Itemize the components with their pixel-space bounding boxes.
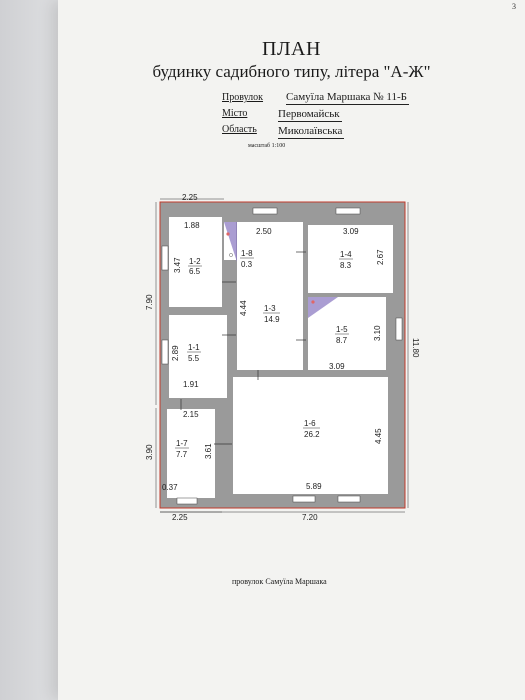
page-subtitle: будинку садибного типу, літера "А-Ж" [152,62,431,81]
street-label: провулок Самуїла Маршака [232,577,327,586]
dim-left-lower: 3.90 [145,444,154,460]
dim-r17-small: 0.37 [162,483,178,492]
svg-text:1-4: 1-4 [340,250,352,259]
svg-text:1-6: 1-6 [304,419,316,428]
dim-r11-height: 2.89 [171,345,180,361]
dim-r13-height: 4.44 [239,300,248,316]
dim-r16-width: 5.89 [306,482,322,491]
svg-text:14.9: 14.9 [264,315,280,324]
room-label-1-7: 1-7 7.7 [175,439,189,459]
room-1-2-area [169,217,222,307]
info-label-region: Область [222,124,257,135]
svg-text:1-2: 1-2 [189,257,201,266]
boiler-symbol [224,222,237,262]
svg-text:1-8: 1-8 [241,249,253,258]
dim-left-upper: 7.90 [145,294,154,310]
svg-text:8.3: 8.3 [340,261,352,270]
dim-r14-width: 3.09 [343,227,359,236]
stove-symbol [308,297,338,318]
svg-text:1-1: 1-1 [188,343,200,352]
dim-r13-width: 2.50 [256,227,272,236]
room-1-7-area [167,409,215,498]
dim-r14-height: 2.67 [376,249,385,265]
info-label-lane: Провулок [222,92,264,103]
room-label-1-5: 1-5 8.7 [335,325,349,345]
doors [180,251,306,445]
dim-r17-height: 3.61 [204,443,213,459]
dimension-lines [155,198,409,513]
scale-label: масштаб 1:100 [248,143,286,149]
dim-bottom-left: 2.25 [172,513,188,522]
dim-r16-height: 4.45 [374,428,383,444]
room-1-6-area [233,377,388,494]
info-value-region: Миколаївська [278,125,345,139]
dim-r15-height: 3.10 [373,325,382,341]
svg-text:8.7: 8.7 [336,336,348,345]
svg-text:1-7: 1-7 [176,439,188,448]
svg-text:0.3: 0.3 [241,260,253,269]
room-label-1-3: 1-3 14.9 [263,304,280,324]
info-label-city: Місто [222,108,248,119]
info-value-city: Первомайськ [278,108,342,122]
room-label-1-8: 1-8 0.3 [240,249,254,269]
page-shadow-edge [0,0,58,700]
room-label-1-2: 1-2 6.5 [188,257,202,276]
room-1-3-area [237,222,303,370]
room-label-1-4: 1-4 8.3 [339,250,353,270]
page-number: 3 [512,2,516,11]
room-label-1-6: 1-6 26.2 [303,419,320,439]
room-label-1-1: 1-1 5.5 [187,343,201,363]
page-title: ПЛАН [262,38,321,60]
dim-r11-width: 1.91 [183,380,199,389]
building-outline [159,201,406,509]
svg-text:5.5: 5.5 [188,354,200,363]
dim-top-left: 2.25 [182,193,198,202]
dim-r12-width: 1.88 [184,221,200,230]
stair-symbols [224,222,338,318]
room-1-1-area [169,315,227,398]
svg-text:1-3: 1-3 [264,304,276,313]
svg-text:1-5: 1-5 [336,325,348,334]
room-1-5-area [308,297,386,370]
svg-text:6.5: 6.5 [189,267,201,276]
dim-r15-width: 3.09 [329,362,345,371]
svg-text:26.2: 26.2 [304,430,320,439]
dim-r17-width: 2.15 [183,410,199,419]
svg-text:7.7: 7.7 [176,450,188,459]
dim-r12-height: 3.47 [173,257,182,273]
walls [160,202,405,508]
windows [161,207,403,505]
info-value-lane: Самуїла Маршака № 11-Б [286,91,409,105]
dim-right-total: 11.80 [411,338,420,358]
dim-bottom-total: 7.20 [302,513,318,522]
